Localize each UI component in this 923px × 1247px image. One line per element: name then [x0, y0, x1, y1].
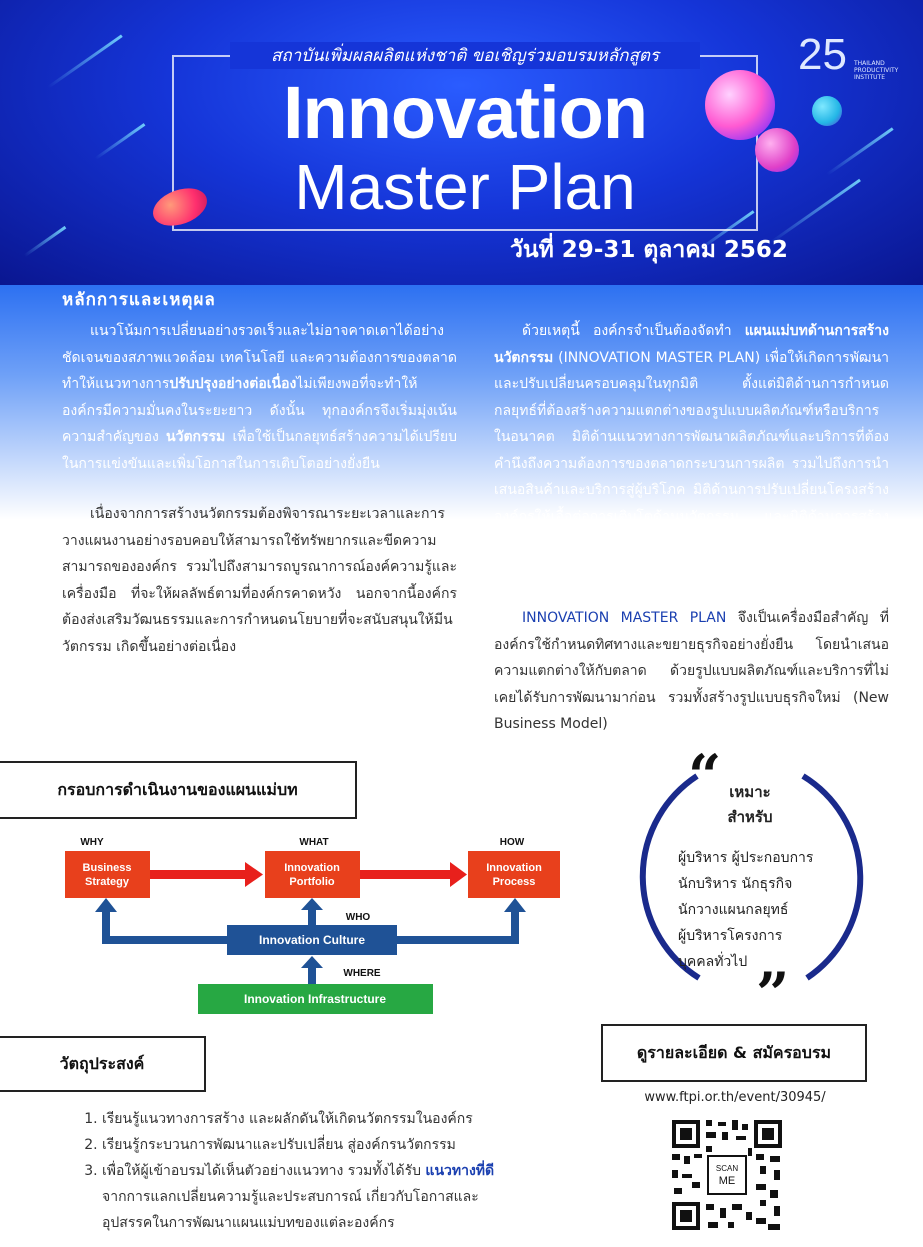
suitable-item: ผู้บริหาร ผู้ประกอบการ: [678, 850, 814, 866]
rationale-right-column: ด้วยเหตุนี้ องค์กรจำเป็นต้องจัดทำ แผนแม่…: [494, 318, 889, 758]
ring-arc-right: [801, 773, 864, 981]
innovation-culture-label: Innovation Culture: [259, 933, 365, 947]
suitable-item: ผู้บริหารโครงการ: [678, 928, 783, 944]
rationale-right-paragraph-1: ด้วยเหตุนี้ องค์กรจำเป็นต้องจัดทำ แผนแม่…: [494, 323, 889, 578]
arrow-shaft: [360, 870, 450, 879]
title-line-2: Master Plan: [294, 151, 636, 223]
rationale-right-paragraph-2: INNOVATION MASTER PLAN จึงเป็นเครื่องมือ…: [494, 610, 889, 732]
qr-code-icon[interactable]: SCAN ME: [670, 1118, 784, 1232]
rationale-left-paragraph-1: แนวโน้มการเปลี่ยนอย่างรวดเร็วและไม่อาจคา…: [62, 323, 457, 472]
header-banner: สถาบันเพิ่มผลผลิตแห่งชาติ ขอเชิญร่วมอบรม…: [0, 0, 923, 285]
innovation-infrastructure-box: [198, 984, 433, 1014]
title-line-1: Innovation: [282, 71, 648, 154]
open-quote-icon: “: [688, 742, 722, 810]
register-heading[interactable]: ดูรายละเอียด & สมัครอบรม: [601, 1024, 867, 1082]
arrow-up-icon: [504, 898, 526, 912]
register-url-link[interactable]: www.ftpi.or.th/event/30945/: [644, 1090, 826, 1105]
light-streak: [23, 225, 67, 258]
innovation-portfolio-box: [265, 851, 360, 898]
label-who: WHO: [346, 912, 371, 923]
label-where: WHERE: [343, 968, 381, 979]
tpi-25-logo: 25: [798, 30, 847, 79]
business-strategy-label-1: Business: [83, 862, 132, 874]
connector: [102, 936, 227, 944]
business-strategy-box: [65, 851, 150, 898]
decor-blob: [705, 70, 775, 140]
rationale-left-column: แนวโน้มการเปลี่ยนอย่างรวดเร็วและไม่อาจคา…: [62, 318, 457, 680]
header-subtitle: สถาบันเพิ่มผลผลิตแห่งชาติ ขอเชิญร่วมอบรม…: [230, 42, 700, 69]
connector: [397, 936, 519, 944]
innovation-process-label-1: Innovation: [486, 862, 542, 874]
innovation-portfolio-label-1: Innovation: [284, 862, 340, 874]
rationale-left-paragraph-2: เนื่องจากการสร้างนวัตกรรมต้องพิจารณาระยะ…: [62, 506, 457, 655]
suitable-list: ผู้บริหาร ผู้ประกอบการ นักบริหาร นักธุรก…: [678, 845, 838, 975]
framework-diagram: WHY WHAT HOW Business Strategy Innovatio…: [50, 828, 560, 1018]
suitable-item: นักวางแผนกลยุทธ์: [678, 902, 789, 918]
suitable-heading-line-2: สำหรับ: [727, 808, 773, 826]
connector: [511, 910, 519, 944]
objective-item: เพื่อให้ผู้เข้าอบรมได้เห็นตัวอย่างแนวทาง…: [102, 1158, 510, 1236]
innovation-process-label-2: Process: [493, 876, 536, 888]
decor-blob: [755, 128, 799, 172]
business-strategy-label-2: Strategy: [85, 876, 130, 888]
innovation-culture-box: [227, 925, 397, 955]
decor-blob: [812, 96, 842, 126]
framework-heading: กรอบการดำเนินงานของแผนแม่บท: [0, 761, 357, 819]
innovation-infrastructure-label: Innovation Infrastructure: [244, 992, 386, 1006]
suitable-heading-line-1: เหมาะ: [729, 783, 771, 801]
ring-arc-left: [639, 773, 701, 981]
objectives-list: เรียนรู้แนวทางการสร้าง และผลักดันให้เกิด…: [80, 1106, 510, 1236]
innovation-portfolio-label-2: Portfolio: [289, 876, 334, 888]
objective-item: เรียนรู้แนวทางการสร้าง และผลักดันให้เกิด…: [102, 1106, 510, 1132]
light-streak: [826, 127, 894, 176]
arrow-up-icon: [95, 898, 117, 912]
light-streak: [47, 34, 123, 89]
objective-item: เรียนรู้กระบวนการพัฒนาและปรับเปลี่ยน สู่…: [102, 1132, 510, 1158]
connector: [308, 966, 316, 984]
arrow-right-icon: [245, 862, 263, 887]
rationale-heading: หลักการและเหตุผล: [62, 290, 216, 310]
suitable-item: นักบริหาร นักธุรกิจ: [678, 876, 793, 892]
light-streak: [94, 123, 146, 160]
arrow-shaft: [150, 870, 245, 879]
label-how: HOW: [500, 837, 525, 848]
suitable-item: บุคคลทั่วไป: [678, 954, 748, 970]
close-quote-icon: ”: [756, 960, 790, 1028]
connector: [102, 910, 110, 944]
arrow-up-icon: [301, 898, 323, 910]
qr-scan-label: SCAN: [716, 1164, 738, 1173]
framework-diagram-svg: WHY WHAT HOW Business Strategy Innovatio…: [65, 837, 560, 1014]
qr-me-label: ME: [719, 1175, 736, 1187]
connector: [308, 908, 316, 925]
event-date: วันที่ 29-31 ตุลาคม 2562: [510, 237, 788, 263]
innovation-process-box: [468, 851, 560, 898]
arrow-up-icon: [301, 956, 323, 968]
label-why: WHY: [80, 837, 104, 848]
arrow-right-icon: [450, 862, 467, 887]
suitable-ring: [639, 773, 864, 981]
label-what: WHAT: [299, 837, 328, 848]
objectives-heading: วัตถุประสงค์: [0, 1036, 206, 1092]
suitable-heading: เหมาะ สำหรับ: [690, 780, 810, 830]
tpi-logo-text: THAILAND PRODUCTIVITY INSTITUTE: [854, 60, 899, 81]
